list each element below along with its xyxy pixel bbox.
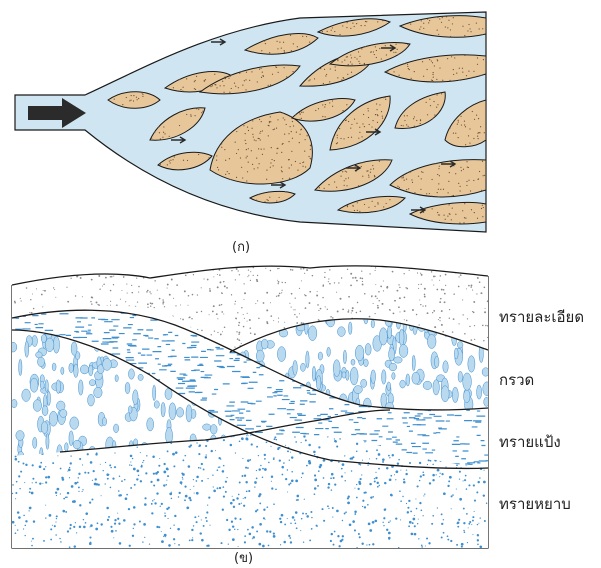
panel-a-caption: (ก) xyxy=(232,236,250,257)
label-silt: ทรายแป้ง xyxy=(499,430,561,454)
label-coarse-sand: ทรายหยาบ xyxy=(499,492,571,516)
label-gravel: กรวด xyxy=(499,368,534,392)
panel-b-cross-section xyxy=(9,261,494,548)
label-fine-sand: ทรายละเอียด xyxy=(499,305,584,329)
panel-a-braided-channel xyxy=(15,12,486,232)
panel-b-caption: (ข) xyxy=(234,547,253,568)
